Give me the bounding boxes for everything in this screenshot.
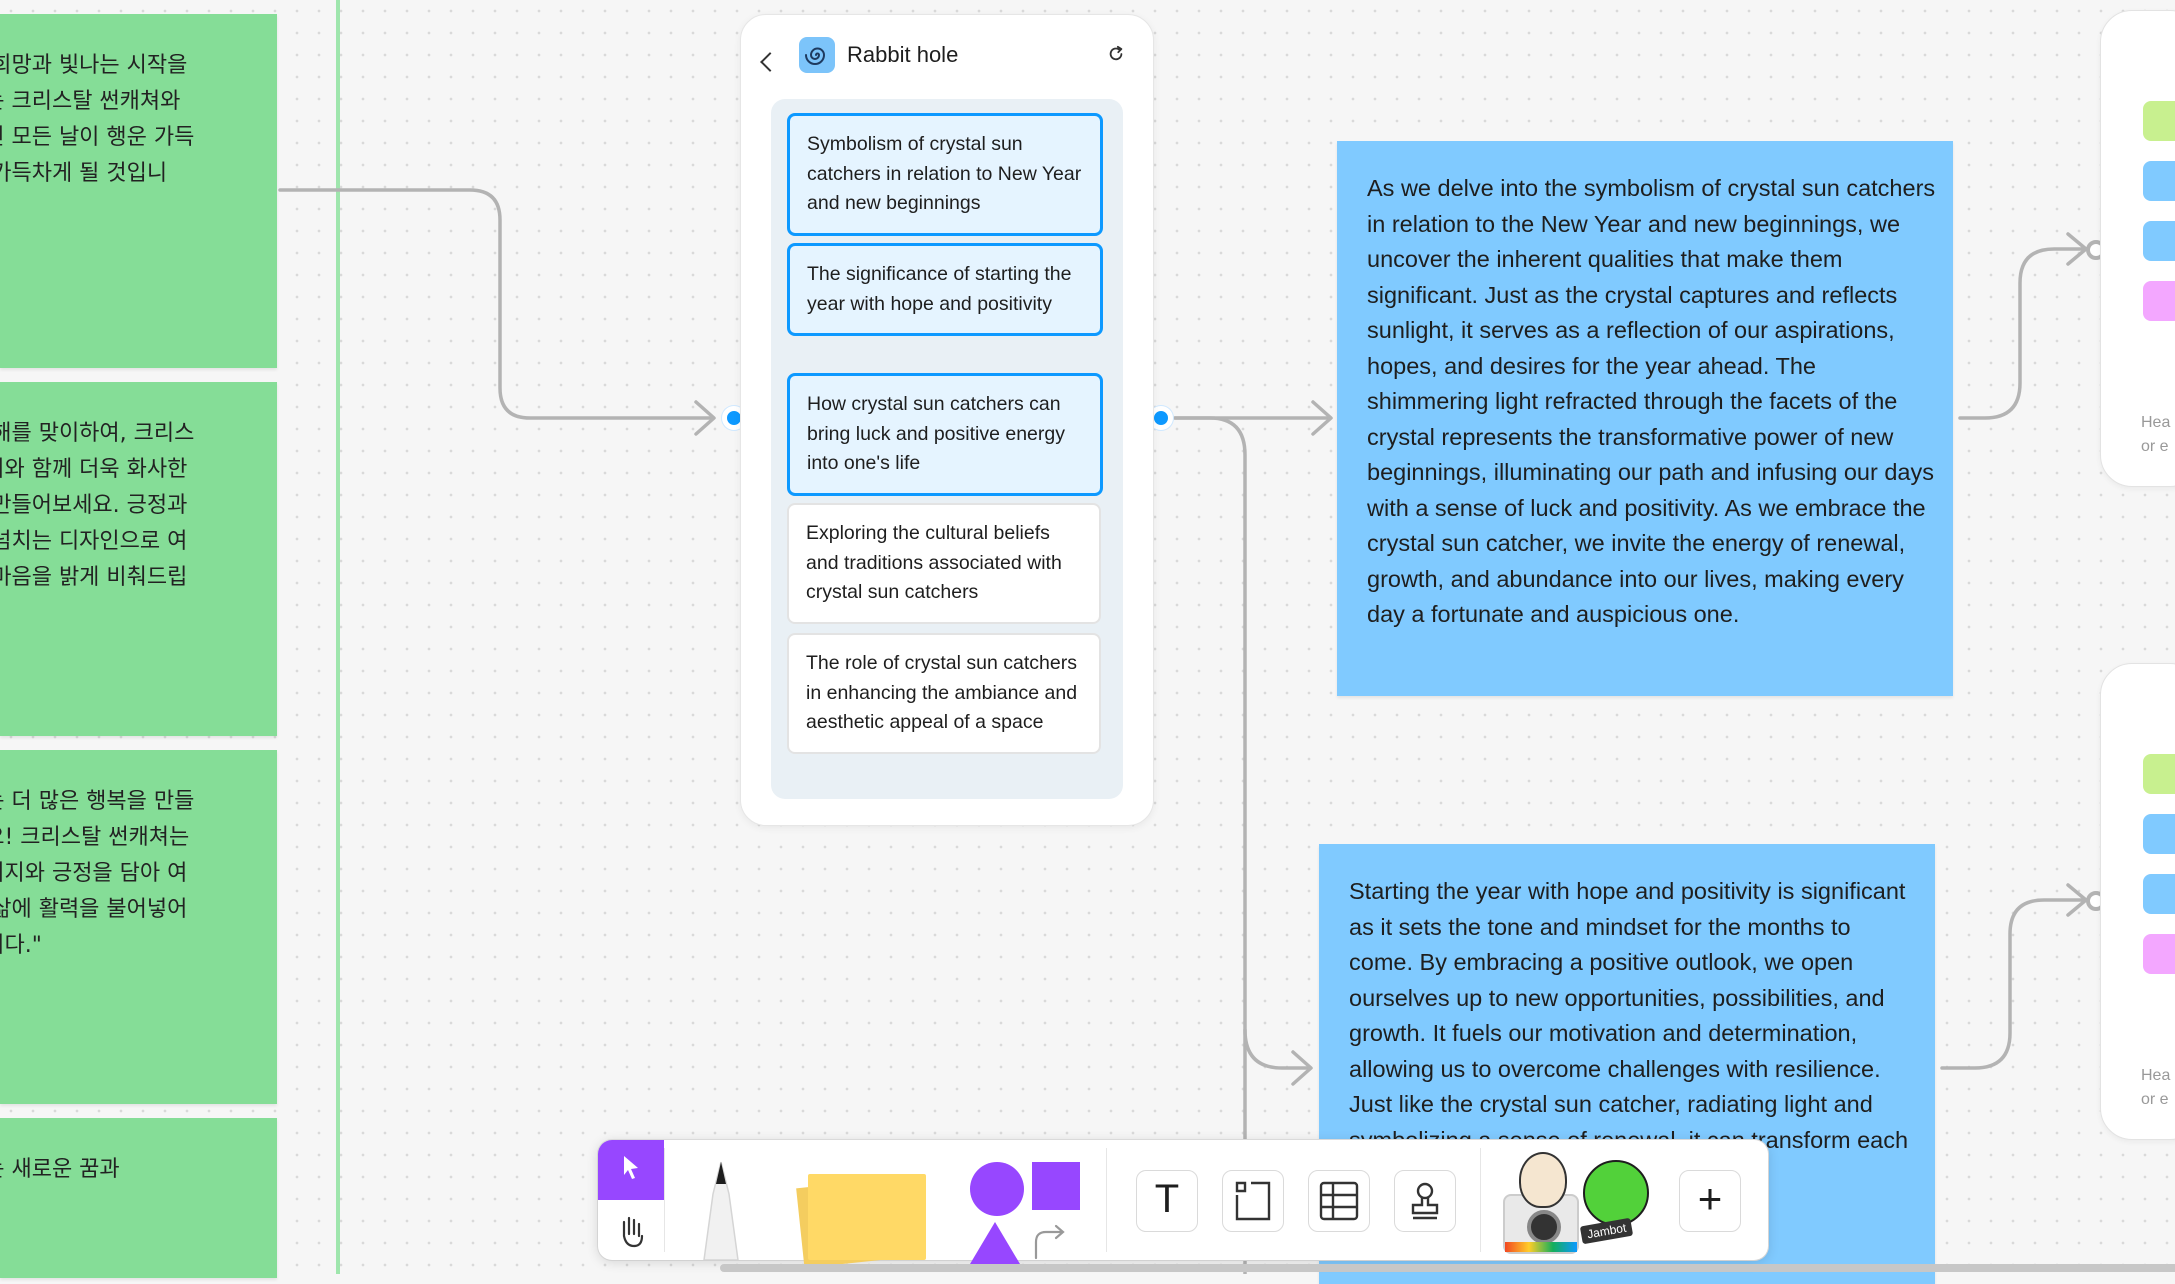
hand-tool[interactable]	[598, 1200, 664, 1260]
sticky-note[interactable]: 에는 더 많은 행복을 만들 세요! 크리스탈 썬캐쳐는 에너지와 긍정을 담아…	[0, 750, 277, 1104]
cursor-icon	[624, 1156, 638, 1179]
topic-item[interactable]: The role of crystal sun catchers in enha…	[787, 633, 1101, 754]
panel-title: Rabbit hole	[847, 42, 959, 67]
bottom-toolbar: T Jambot +	[598, 1140, 1768, 1268]
topic-item[interactable]: How crystal sun catchers can bring luck …	[787, 373, 1103, 496]
spiral-icon	[799, 37, 835, 73]
toolbar-divider	[1106, 1148, 1107, 1252]
topic-item[interactable]: Exploring the cultural beliefs and tradi…	[787, 503, 1101, 624]
spiral-icon[interactable]	[2143, 874, 2175, 914]
card-footer-text: Hea or e	[2141, 1067, 2171, 1108]
egg-character-icon	[1519, 1152, 1567, 1208]
asterisk-icon[interactable]	[2143, 281, 2175, 321]
widgets-tool[interactable]: Jambot	[1503, 1152, 1663, 1256]
sticky-note-text: As we delve into the symbolism of crysta…	[1367, 175, 1936, 627]
stamp-tool[interactable]	[1394, 1170, 1456, 1232]
sticky-note-text: 에는 새로운 꿈과	[0, 1157, 120, 1182]
ai-actions-card: Hea or e	[2100, 663, 2175, 1140]
sticky-note[interactable]: 의 희망과 빛나는 시작을 하는 크리스탈 썬캐쳐와 하면 모든 날이 행운 가…	[0, 14, 277, 368]
sticky-note-blue[interactable]: As we delve into the symbolism of crysta…	[1337, 141, 1953, 696]
topic-item[interactable]: Symbolism of crystal sun catchers in rel…	[787, 113, 1103, 236]
section-tool[interactable]	[1222, 1170, 1284, 1232]
sticky-note-icon[interactable]	[790, 1164, 930, 1268]
sticky-note-text: 에는 더 많은 행복을 만들 세요! 크리스탈 썬캐쳐는 에너지와 긍정을 담아…	[0, 789, 195, 958]
horizontal-scrollbar[interactable]	[720, 1264, 2175, 1272]
pen-icon[interactable]	[686, 1158, 756, 1260]
topic-list: Symbolism of crystal sun catchers in rel…	[771, 99, 1123, 799]
sticky-note-text: 의 희망과 빛나는 시작을 하는 크리스탈 썬캐쳐와 하면 모든 날이 행운 가…	[0, 53, 195, 186]
ai-actions-card: Hea or e	[2100, 10, 2175, 487]
sticky-note-text: 운 해를 맞이하여, 크리스 캐쳐와 함께 더욱 화사한 을 만들어보세요. 긍…	[0, 421, 195, 590]
rabbit-hole-panel: Rabbit hole Symbolism of crystal sun cat…	[740, 14, 1154, 826]
toolbar-divider	[1480, 1148, 1481, 1252]
sticky-note[interactable]: 운 해를 맞이하여, 크리스 캐쳐와 함께 더욱 화사한 을 만들어보세요. 긍…	[0, 382, 277, 736]
jambot-sticker-icon	[1583, 1160, 1649, 1226]
stamp-icon	[1411, 1182, 1439, 1220]
asterisk-icon[interactable]	[2143, 934, 2175, 974]
section-border	[336, 0, 340, 1274]
table-tool[interactable]	[1308, 1170, 1370, 1232]
refresh-icon[interactable]	[1107, 45, 1125, 63]
shapes-icon[interactable]	[970, 1162, 1090, 1264]
topic-item[interactable]: The significance of starting the year wi…	[787, 243, 1103, 336]
sticky-note[interactable]: 에는 새로운 꿈과	[0, 1118, 277, 1278]
spiral-icon[interactable]	[2143, 221, 2175, 261]
plus-icon: +	[1697, 1175, 1723, 1222]
toolbar-divider	[664, 1148, 665, 1252]
comment-icon[interactable]	[2143, 754, 2175, 794]
sticky-note-text: Starting the year with hope and positivi…	[1349, 878, 1909, 1188]
table-icon	[1319, 1181, 1359, 1221]
hand-icon	[622, 1216, 644, 1248]
book-icon[interactable]	[2143, 161, 2175, 201]
more-tool[interactable]: +	[1679, 1170, 1741, 1232]
chevron-left-icon[interactable]	[760, 52, 780, 72]
select-tool[interactable]	[598, 1140, 664, 1200]
comment-icon[interactable]	[2143, 101, 2175, 141]
jambot-label: Jambot	[1579, 1217, 1634, 1245]
book-icon[interactable]	[2143, 814, 2175, 854]
section-icon	[1235, 1181, 1271, 1221]
text-tool[interactable]: T	[1136, 1170, 1198, 1232]
text-icon: T	[1154, 1177, 1180, 1221]
card-footer-text: Hea or e	[2141, 414, 2171, 455]
panel-header: Rabbit hole	[741, 15, 1153, 95]
